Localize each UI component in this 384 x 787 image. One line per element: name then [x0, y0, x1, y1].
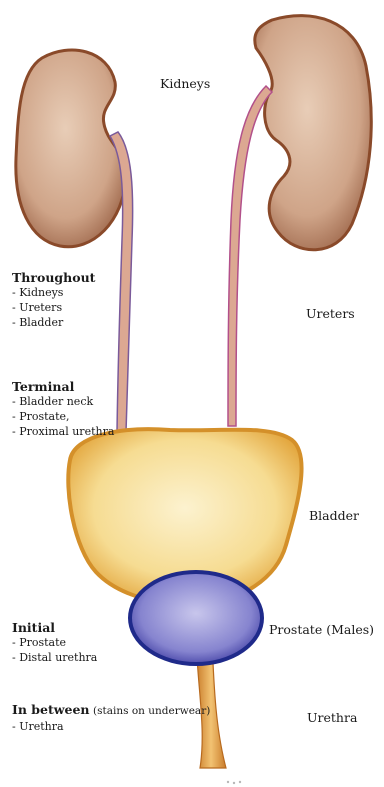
- terminal-item: - Prostate,: [12, 409, 114, 424]
- bladder-label: Bladder: [309, 508, 359, 523]
- right-ureter: [228, 86, 272, 426]
- terminal-title: Terminal: [12, 379, 114, 394]
- throughout-item: - Ureters: [12, 300, 95, 315]
- urethra-label: Urethra: [307, 710, 357, 725]
- left-kidney: [16, 50, 126, 247]
- pencil-dot: [239, 781, 241, 783]
- pencil-dot: [233, 782, 235, 784]
- prostate-label: Prostate (Males): [269, 622, 374, 637]
- throughout-title: Throughout: [12, 270, 95, 285]
- terminal-item: - Proximal urethra: [12, 424, 114, 439]
- in-between-group: In between (stains on underwear) - Ureth…: [12, 702, 210, 734]
- right-kidney: [255, 16, 371, 250]
- throughout-item: - Kidneys: [12, 285, 95, 300]
- throughout-item: - Bladder: [12, 315, 95, 330]
- in-between-note: (stains on underwear): [93, 705, 210, 717]
- pencil-dot: [227, 781, 229, 783]
- initial-group: Initial - Prostate - Distal urethra: [12, 620, 97, 665]
- prostate-shape: [130, 572, 262, 664]
- kidneys-label: Kidneys: [160, 76, 210, 91]
- terminal-group: Terminal - Bladder neck - Prostate, - Pr…: [12, 379, 114, 439]
- initial-item: - Prostate: [12, 635, 97, 650]
- throughout-group: Throughout - Kidneys - Ureters - Bladder: [12, 270, 95, 330]
- initial-item: - Distal urethra: [12, 650, 97, 665]
- in-between-title: In between: [12, 702, 90, 717]
- terminal-item: - Bladder neck: [12, 394, 114, 409]
- ureters-label: Ureters: [306, 306, 355, 321]
- in-between-item: - Urethra: [12, 719, 210, 734]
- initial-title: Initial: [12, 620, 97, 635]
